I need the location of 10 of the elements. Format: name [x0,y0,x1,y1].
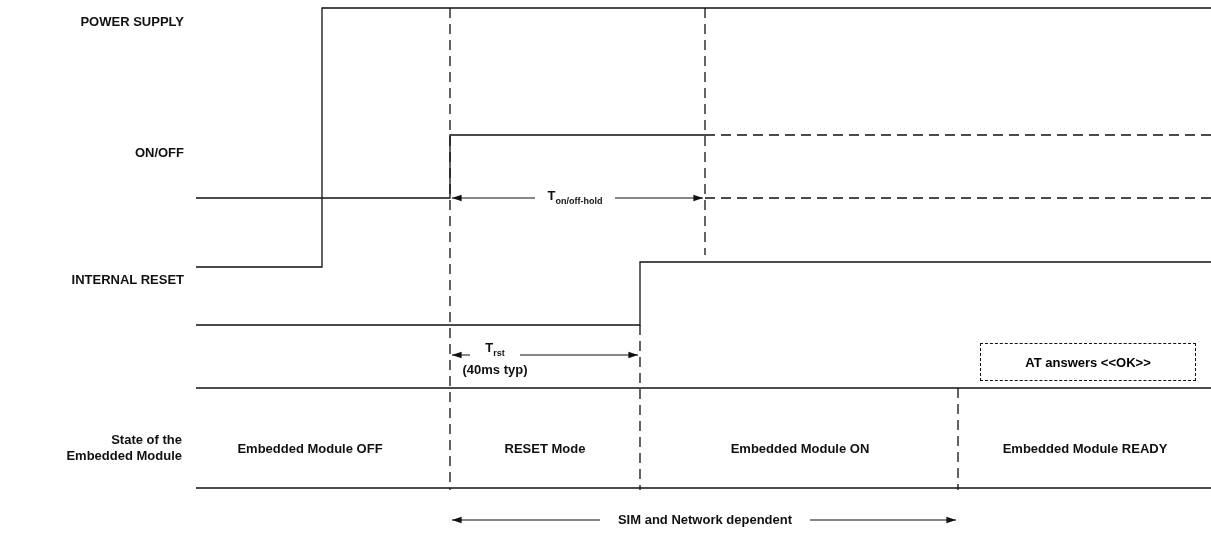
signal-name: ON/OFF [133,145,184,161]
state-label: Embedded Module OFF [236,441,384,457]
signal-name: State of the Embedded Module [65,432,182,464]
state-label: RESET Mode [503,441,587,457]
dashed-text-box: AT answers <<OK>> [980,343,1196,381]
signal-name: INTERNAL RESET [70,272,184,288]
state-label: Embedded Module READY [1001,441,1169,457]
dimension-label: SIM and Network dependent [600,512,810,528]
signal-name: POWER SUPPLY [79,14,184,30]
state-label: Embedded Module ON [729,441,871,457]
